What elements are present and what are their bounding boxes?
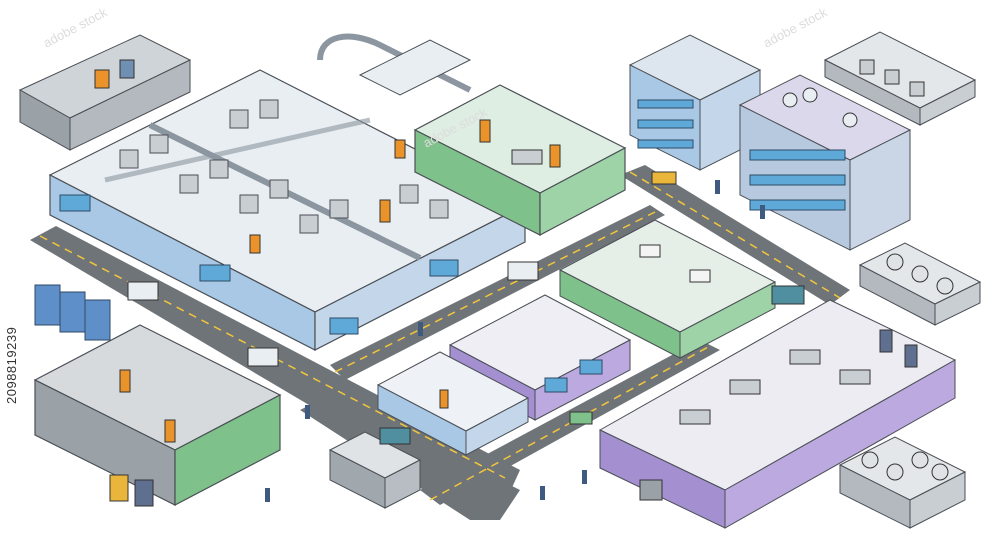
truck-icon <box>127 281 159 301</box>
blue-silos <box>34 284 111 341</box>
person-icon <box>305 405 310 419</box>
lab-room-blue <box>376 351 530 456</box>
car-icon <box>651 171 677 185</box>
hvac-fan-icon <box>782 87 858 128</box>
person-icon <box>715 180 720 194</box>
server-rack-icon <box>879 329 918 368</box>
research-lab-purple <box>598 299 957 529</box>
overhead-conveyor <box>317 33 472 96</box>
person-icon <box>265 488 270 502</box>
main-assembly-hall <box>48 69 527 351</box>
robot-arm-icon <box>164 419 176 443</box>
meeting-rooms-green <box>558 219 777 359</box>
person-icon <box>582 470 587 484</box>
windows <box>59 194 459 335</box>
hvac-units <box>823 31 977 126</box>
door <box>639 479 663 501</box>
truck-icon <box>771 285 805 305</box>
person-icon <box>540 486 545 500</box>
office-block-purple <box>738 74 912 251</box>
storage-warehouse <box>328 431 422 509</box>
robot-arm-icon <box>119 369 131 393</box>
hvac-units <box>858 242 982 326</box>
workers <box>265 180 765 502</box>
packaging-plant <box>33 324 282 507</box>
robot-arm-icon <box>549 144 561 168</box>
office-block-blue <box>628 34 762 171</box>
road-marking <box>39 235 506 479</box>
road-cross-right <box>330 205 665 380</box>
small-workshop <box>18 34 192 151</box>
machine-row <box>119 99 449 234</box>
road-marking <box>334 211 656 373</box>
stock-id-label: 2098819239 <box>4 326 19 404</box>
car-icon <box>569 411 593 425</box>
vehicles <box>127 171 805 445</box>
hvac-units <box>838 436 967 529</box>
person-icon <box>760 205 765 219</box>
truck-icon <box>247 347 279 367</box>
truck-icon <box>507 261 539 281</box>
robot-arm-icon <box>439 389 449 409</box>
robot-arm-icon <box>479 119 491 143</box>
robotics-cell-green <box>413 84 627 236</box>
person-icon <box>418 322 423 336</box>
robot-arm-icon <box>249 139 406 254</box>
truck-icon <box>379 427 411 445</box>
